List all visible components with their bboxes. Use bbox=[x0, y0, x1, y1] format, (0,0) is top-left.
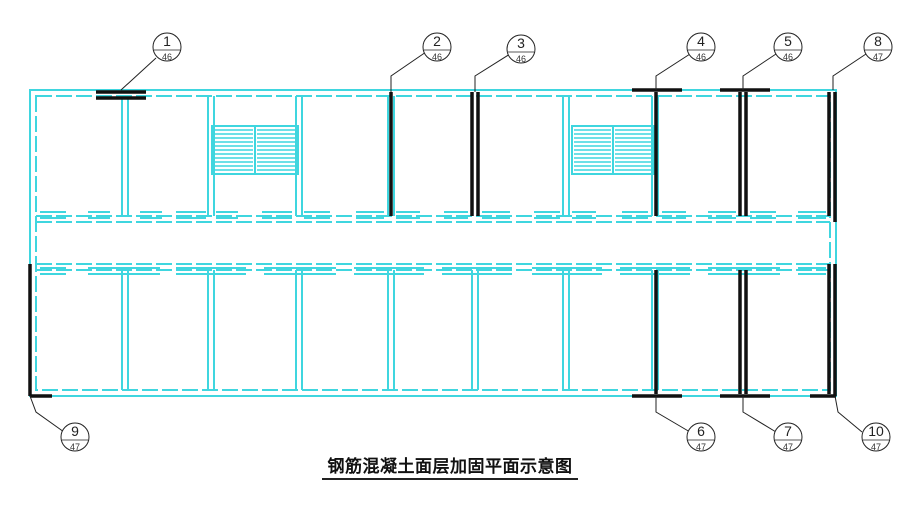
upper-partition-walls bbox=[121, 96, 747, 216]
svg-text:4: 4 bbox=[697, 33, 705, 49]
svg-text:46: 46 bbox=[432, 52, 442, 62]
callout-1: 1 46 bbox=[152, 32, 182, 62]
callout-3: 3 46 bbox=[506, 34, 536, 64]
svg-text:47: 47 bbox=[783, 442, 793, 452]
drawing-caption: 钢筋混凝土面层加固平面示意图 bbox=[327, 457, 573, 476]
svg-text:47: 47 bbox=[873, 52, 883, 62]
svg-text:47: 47 bbox=[696, 442, 706, 452]
callout-9: 9 47 bbox=[60, 422, 90, 452]
exterior-walls bbox=[29, 89, 837, 397]
staircase-left bbox=[211, 125, 299, 175]
reinforcement-layers bbox=[28, 88, 837, 398]
callout-2: 2 46 bbox=[422, 32, 452, 62]
svg-text:1: 1 bbox=[163, 33, 171, 49]
callout-6: 6 47 bbox=[686, 422, 716, 452]
svg-text:7: 7 bbox=[784, 423, 792, 439]
lower-partition-walls bbox=[121, 270, 747, 390]
svg-text:47: 47 bbox=[70, 442, 80, 452]
svg-text:46: 46 bbox=[162, 52, 172, 62]
svg-text:5: 5 bbox=[784, 33, 792, 49]
svg-text:46: 46 bbox=[696, 52, 706, 62]
svg-text:8: 8 bbox=[874, 33, 882, 49]
svg-text:47: 47 bbox=[871, 442, 881, 452]
corridor-walls bbox=[36, 215, 830, 271]
svg-text:46: 46 bbox=[516, 54, 526, 64]
svg-text:9: 9 bbox=[71, 423, 79, 439]
staircase-right bbox=[571, 125, 655, 175]
svg-text:3: 3 bbox=[517, 35, 525, 51]
callout-8: 8 47 bbox=[863, 32, 893, 62]
svg-text:10: 10 bbox=[868, 423, 884, 439]
callout-10: 10 47 bbox=[861, 422, 891, 452]
svg-text:2: 2 bbox=[433, 33, 441, 49]
callout-leaders bbox=[29, 51, 867, 433]
callout-7: 7 47 bbox=[773, 422, 803, 452]
svg-text:6: 6 bbox=[697, 423, 705, 439]
callout-4: 4 46 bbox=[686, 32, 716, 62]
callout-5: 5 46 bbox=[773, 32, 803, 62]
caption-underline bbox=[322, 478, 578, 480]
svg-text:46: 46 bbox=[783, 52, 793, 62]
